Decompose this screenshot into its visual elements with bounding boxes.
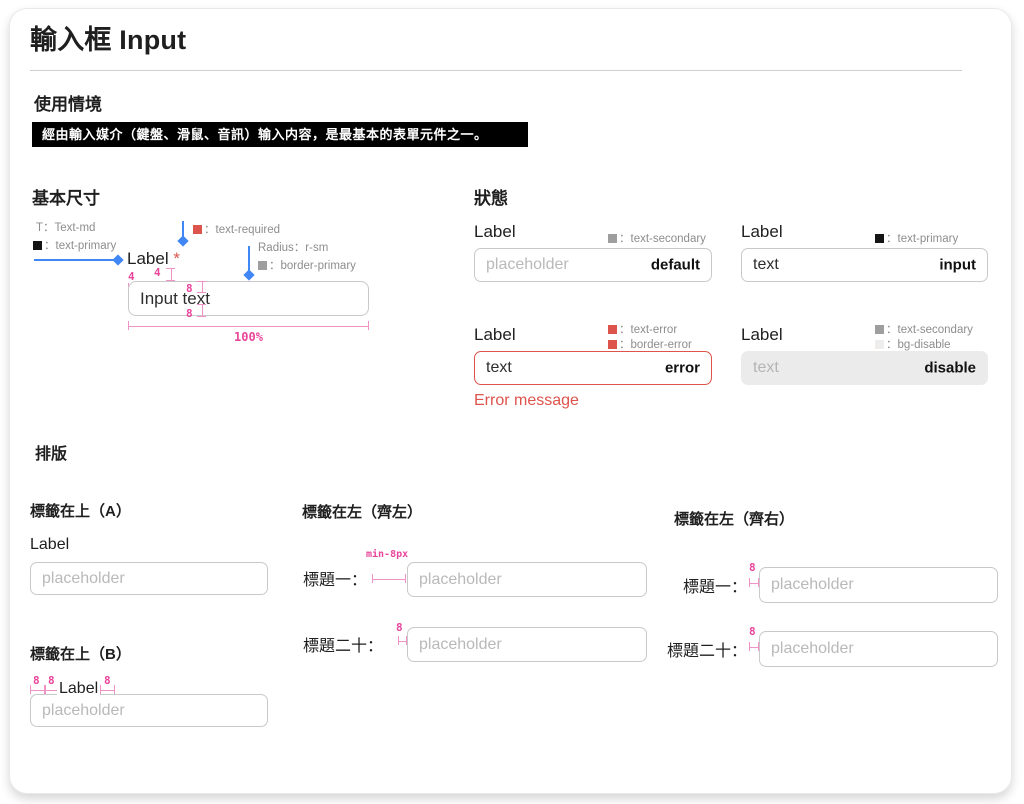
- measure-left-l-gap: 8: [396, 621, 403, 634]
- measure-left-r-gap2: 8: [749, 625, 756, 638]
- swatch-text-primary-2: [875, 233, 884, 243]
- annotation-text-style: T：Text-md: [36, 222, 96, 234]
- layout-left-l-row2-label: 標題二十：: [303, 638, 384, 655]
- measure-pad-top-line: [197, 281, 206, 293]
- measure-b-3: 8: [104, 674, 111, 687]
- basic-label: Label *: [127, 249, 180, 268]
- state-error-input-wrap: error: [474, 351, 712, 385]
- annotation-border-primary: ：border-primary: [258, 257, 356, 273]
- annotation-radius: Radius：r-sm: [258, 242, 329, 254]
- layout-left-l-heading: 標籤在左（齊左）: [302, 504, 423, 521]
- layout-left-r-row2-input-wrap: [759, 631, 998, 667]
- measure-b-1: 8: [33, 674, 40, 687]
- measure-min-gap: min-8px: [366, 549, 409, 560]
- pointer-line-required: [182, 221, 184, 239]
- measure-pad-top: 8: [186, 282, 193, 295]
- annotation-default: ：text-secondary: [608, 230, 706, 246]
- annotation-text-required: ：text-required: [193, 221, 280, 237]
- layout-top-a-input-wrap: [30, 562, 268, 595]
- state-default-input-wrap: default: [474, 248, 712, 282]
- layout-left-r-row1-input-wrap: [759, 567, 998, 603]
- measure-left-r-gap2-line: [749, 642, 759, 651]
- layout-left-l-row2-input-wrap: [407, 627, 647, 662]
- layout-left-r-row2-label: 標題二十：: [666, 643, 747, 660]
- layout-top-b-input-wrap: [30, 694, 268, 727]
- basic-size-heading: 基本尺寸: [32, 189, 100, 208]
- measure-pad-left: 4: [128, 270, 135, 283]
- state-disable-badge: disable: [924, 359, 976, 377]
- state-disable-label: Label: [741, 325, 783, 344]
- layout-left-r-row1-label: 標題一：: [682, 579, 747, 596]
- measure-label-gap-line: [166, 268, 175, 281]
- layout-left-l-row1-label: 標題一：: [303, 572, 368, 589]
- state-input-input[interactable]: [741, 248, 988, 282]
- layout-top-a-input[interactable]: [30, 562, 268, 595]
- basic-input[interactable]: [128, 281, 369, 316]
- state-error-badge: error: [664, 359, 700, 377]
- state-default-badge: default: [650, 256, 700, 274]
- usage-heading: 使用情境: [34, 95, 102, 114]
- layout-left-l-row1-input-wrap: [407, 562, 647, 597]
- layout-heading: 排版: [35, 446, 68, 463]
- swatch-text-error: [608, 324, 617, 334]
- measure-b-2: 8: [48, 674, 55, 687]
- swatch-border-primary: [258, 260, 267, 270]
- measure-pad-bottom-line: [197, 304, 206, 317]
- state-input-label: Label: [741, 222, 783, 241]
- state-input-input-wrap: input: [741, 248, 988, 282]
- states-heading: 狀態: [474, 189, 508, 208]
- measure-width: 100%: [234, 330, 263, 344]
- annotation-text-primary: ：text-primary: [33, 237, 116, 253]
- layout-top-b-heading: 標籤在上（B）: [30, 646, 131, 663]
- annotation-text-secondary-2: ：text-secondary: [875, 321, 973, 337]
- layout-left-r-row2-input[interactable]: [759, 631, 998, 667]
- measure-pad-bottom: 8: [186, 307, 193, 320]
- measure-width-line: [128, 321, 369, 330]
- swatch-text-required: [193, 224, 202, 234]
- basic-input-wrap: [128, 281, 369, 316]
- measure-min-gap-line: [372, 574, 406, 583]
- error-message: Error message: [474, 392, 579, 409]
- annotation-text-error: ：text-error: [608, 321, 677, 337]
- measure-left-r-gap1-line: [749, 578, 759, 587]
- state-default-label: Label: [474, 222, 516, 241]
- annotation-bg-disable: ：bg-disable: [875, 336, 951, 352]
- swatch-bg-disable: [875, 339, 884, 349]
- annotation-input: ：text-primary: [875, 230, 958, 246]
- swatch-text-primary: [33, 240, 42, 250]
- layout-left-r-row1-input[interactable]: [759, 567, 998, 603]
- layout-top-a-label: Label: [30, 536, 70, 553]
- measure-b-3-line: [100, 685, 115, 694]
- layout-top-b-label: Label: [57, 680, 101, 698]
- required-asterisk: *: [173, 249, 180, 268]
- measure-left-l-gap-line: [398, 636, 407, 645]
- state-default-input[interactable]: [474, 248, 712, 282]
- usage-description: 經由輸入媒介（鍵盤、滑鼠、音訊）输入内容，是最基本的表單元件之一。: [32, 122, 528, 147]
- measure-label-gap: 4: [154, 266, 161, 279]
- layout-top-b-input[interactable]: [30, 694, 268, 727]
- state-input-badge: input: [939, 256, 976, 274]
- title-divider: [30, 70, 962, 71]
- measure-b-1-line: [30, 685, 45, 694]
- state-error-input[interactable]: [474, 351, 712, 385]
- pointer-line-label: [34, 259, 116, 261]
- state-error-label: Label: [474, 325, 516, 344]
- layout-left-l-row1-input[interactable]: [407, 562, 647, 597]
- layout-left-r-heading: 標籤在左（齊右）: [674, 511, 795, 528]
- swatch-text-secondary-2: [875, 324, 884, 334]
- pointer-line-radius: [248, 246, 250, 273]
- state-disable-input-wrap: disable: [741, 351, 988, 385]
- layout-top-a-heading: 標籤在上（A）: [30, 503, 131, 520]
- page-title: 輸入框 Input: [30, 25, 187, 55]
- annotation-border-error: ：border-error: [608, 336, 692, 352]
- measure-left-r-gap1: 8: [749, 561, 756, 574]
- swatch-border-error: [608, 339, 617, 349]
- state-disable-input[interactable]: [741, 351, 988, 385]
- layout-left-l-row2-input[interactable]: [407, 627, 647, 662]
- swatch-text-secondary: [608, 233, 617, 243]
